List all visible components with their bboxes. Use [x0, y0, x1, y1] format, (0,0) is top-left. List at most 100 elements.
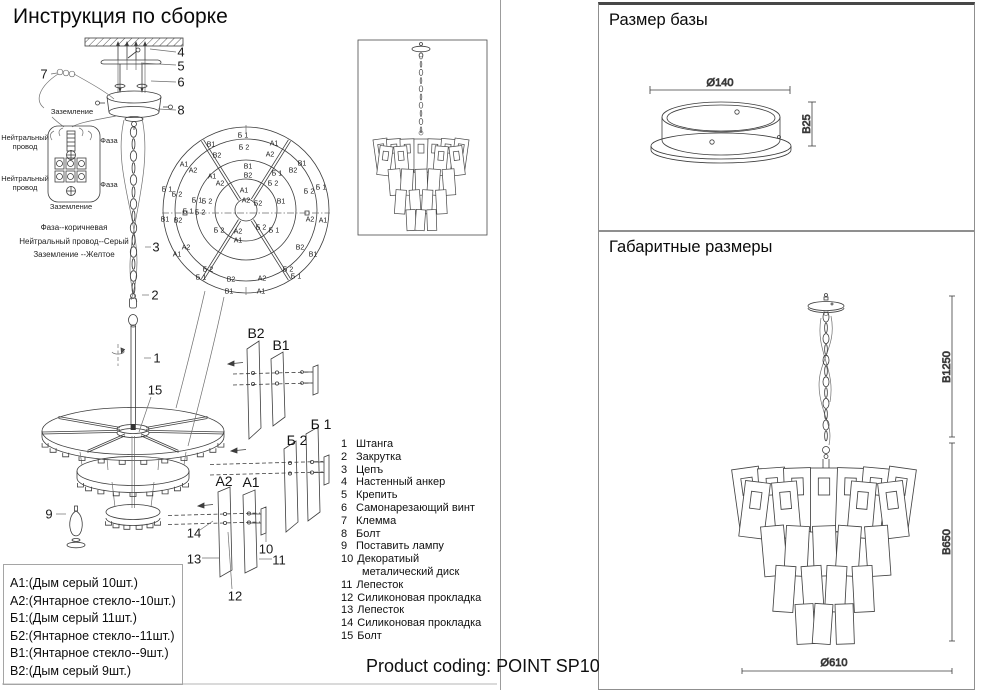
top-view-label: Б 1	[183, 208, 194, 215]
wire-color-notes: Фаза--коричневая Нейтральный провод--Сер…	[5, 221, 143, 262]
part-number: 15	[341, 629, 354, 642]
top-view-label: Б 2	[256, 224, 267, 231]
part-name: Болт	[357, 629, 382, 642]
part-number: 6	[341, 501, 348, 514]
callout-number: 1	[153, 350, 161, 366]
wire-note-ground: Заземление --Желтое	[33, 250, 115, 259]
label-ground-bottom: Заземление	[49, 202, 93, 211]
terminal-block-drawing	[47, 125, 101, 203]
callout-number: 7	[40, 66, 48, 82]
top-view-label: В2	[227, 276, 236, 283]
legend-line: Б2:(Янтарное стекло--11шт.)	[10, 628, 175, 643]
glass-legend: A1:(Дым серый 10шт.)A2:(Янтарное стекло-…	[3, 564, 183, 685]
legend-line: Б1:(Дым серый 11шт.)	[10, 611, 137, 626]
callout-number: 5	[177, 58, 185, 74]
base-size-panel: Размер базы	[598, 2, 975, 231]
part-name: Лепесток	[357, 604, 405, 617]
overall-size-title: Габаритные размеры	[609, 238, 773, 256]
base-size-title: Размер базы	[609, 11, 708, 29]
part-number: 9	[341, 540, 348, 553]
top-view-label: Б 2	[239, 144, 250, 151]
glass-panel-label: В1	[272, 337, 290, 353]
callout-number: 8	[177, 102, 185, 118]
callout-number: 9	[45, 506, 53, 522]
part-number: 7	[341, 514, 348, 527]
page-title: Инструкция по сборке	[13, 5, 228, 28]
top-view-label: А2	[182, 244, 191, 251]
top-view-label: Б 1	[192, 197, 203, 204]
glass-panel-label: А2	[215, 473, 233, 489]
top-view-label: В1	[225, 288, 234, 295]
part-name: Лепесток	[356, 578, 404, 591]
top-view-label: А1	[234, 237, 243, 244]
top-view-label: В2	[213, 152, 222, 159]
callout-number: 11	[272, 552, 286, 568]
part-name: Болт	[356, 527, 381, 540]
part-number: 2	[341, 450, 348, 463]
label-phase-bottom: Фаза	[100, 180, 118, 189]
part-number: 10	[341, 553, 354, 566]
top-view-label: А1	[180, 161, 189, 168]
top-view-label: Б 2	[268, 180, 279, 187]
top-view-label: Б2	[254, 200, 263, 207]
part-number: 8	[341, 527, 348, 540]
base-diameter-dim: Ø140	[707, 77, 734, 89]
product-coding: Product coding: POINT SP10	[366, 656, 600, 676]
overall-size-drawing: B1250 B650 Ø610	[731, 293, 955, 674]
top-view-label: Б 2	[195, 209, 206, 216]
top-view-label: Б 1	[272, 170, 283, 177]
legend-line: A2:(Янтарное стекло--10шт.)	[10, 593, 176, 608]
top-view-label: А2	[242, 197, 251, 204]
top-view-label: А2	[306, 216, 315, 223]
top-view-label: В2	[244, 172, 253, 179]
wire-note-neutral: Нейтральный провод--Серый	[19, 236, 129, 246]
top-view-label: Б 2	[304, 188, 315, 195]
top-view-label: Б 1	[316, 184, 327, 191]
top-view-label: А1	[173, 251, 182, 258]
part-name: Клемма	[356, 514, 397, 527]
top-view-label: Б 2	[172, 191, 183, 198]
part-name-line2: металический диск	[362, 565, 460, 578]
part-number: 11	[341, 578, 353, 591]
part-row: 4 Настенный анкер	[341, 476, 503, 489]
top-view-label: В1	[309, 251, 318, 258]
top-view-label: Б 2	[214, 227, 225, 234]
glass-panel-label: Б 1	[310, 416, 332, 432]
callout-number: 3	[152, 239, 160, 255]
top-view-label: Б 2	[283, 266, 294, 273]
part-row: 8 Болт	[341, 528, 503, 541]
part-number: 4	[341, 476, 348, 489]
part-name: Закрутка	[356, 450, 402, 463]
part-row: 7 Клемма	[341, 515, 503, 528]
top-view-label: Б 1	[291, 273, 302, 280]
part-number: 14	[341, 617, 354, 630]
top-view-label: Б 2	[203, 266, 214, 273]
overall-size-panel: Габаритные размеры	[598, 231, 975, 690]
part-name: Настенный анкер	[356, 476, 446, 489]
top-view-label: В1	[277, 198, 286, 205]
top-view-label: Б 1	[269, 227, 280, 234]
frame-ring-drawing	[41, 407, 225, 549]
boxed-chandelier-drawing	[357, 39, 488, 236]
top-view-label: А1	[240, 187, 249, 194]
lamp-bulb-drawing	[66, 505, 86, 549]
callout-number: 14	[186, 525, 202, 541]
top-view-label: Б 2	[202, 198, 213, 205]
part-number: 1	[341, 438, 348, 450]
top-view-label: В2	[296, 244, 305, 251]
top-view-label: В2	[174, 217, 183, 224]
body-height-dim: B650	[941, 529, 953, 555]
part-number: 5	[341, 489, 348, 502]
top-view-label: А1	[257, 288, 266, 295]
legend-line: В2:(Дым серый 9шт.)	[10, 663, 131, 678]
part-name: Цепъ	[356, 463, 384, 476]
